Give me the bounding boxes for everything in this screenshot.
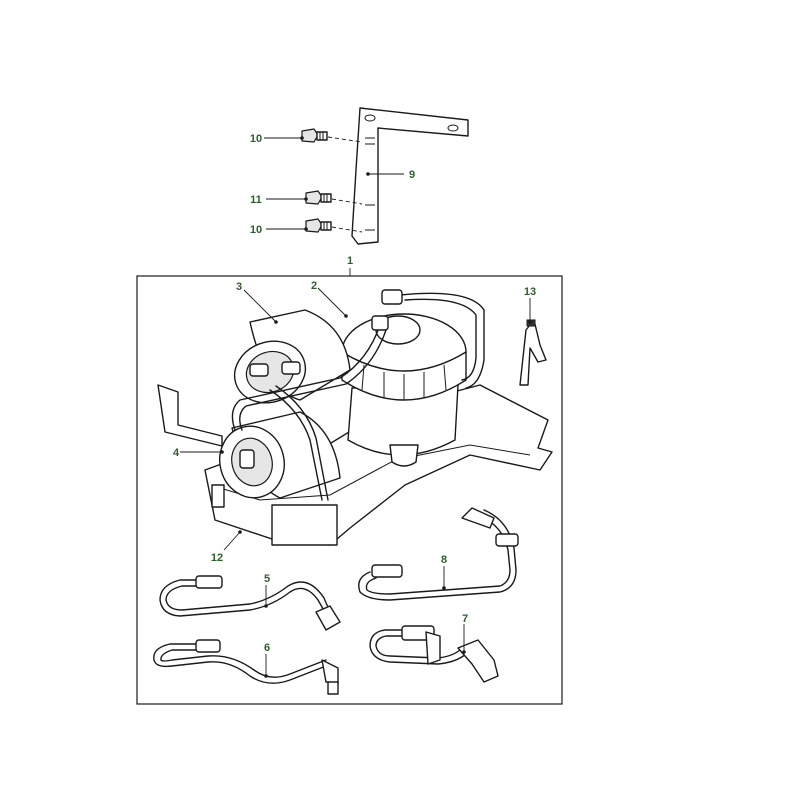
clip-13 [519,319,547,386]
leader-lines [180,136,532,678]
filter-canister-lower [219,411,341,499]
mounting-bracket [351,107,469,245]
fuel-pipe-7 [369,625,499,683]
callout-11: 11 [250,194,262,206]
callout-2: 2 [311,280,317,292]
callout-7: 7 [462,613,468,625]
callout-6: 6 [264,642,270,654]
callout-1: 1 [347,255,353,267]
fuel-pipe-5 [159,575,341,631]
fuel-pipe-8 [358,507,519,601]
callout-8: 8 [441,554,447,566]
fuel-pipe-6 [153,639,339,695]
callout-9: 9 [409,169,415,181]
side-bracket [157,384,223,447]
filter-canister-upper [233,309,351,404]
callout-3: 3 [236,281,242,293]
callout-10-upper: 10 [250,133,262,145]
callout-13: 13 [524,286,536,298]
bolt-middle [305,190,363,205]
mounting-plate [204,384,553,546]
callout-12: 12 [211,552,223,564]
assembly-fuel-lines [231,289,485,501]
bolt-upper [301,128,363,143]
assembly-frame [136,275,563,705]
callout-4: 4 [173,447,180,459]
filter-housing [341,313,467,467]
callout-5: 5 [264,573,270,585]
callout-10-lower: 10 [250,224,262,236]
